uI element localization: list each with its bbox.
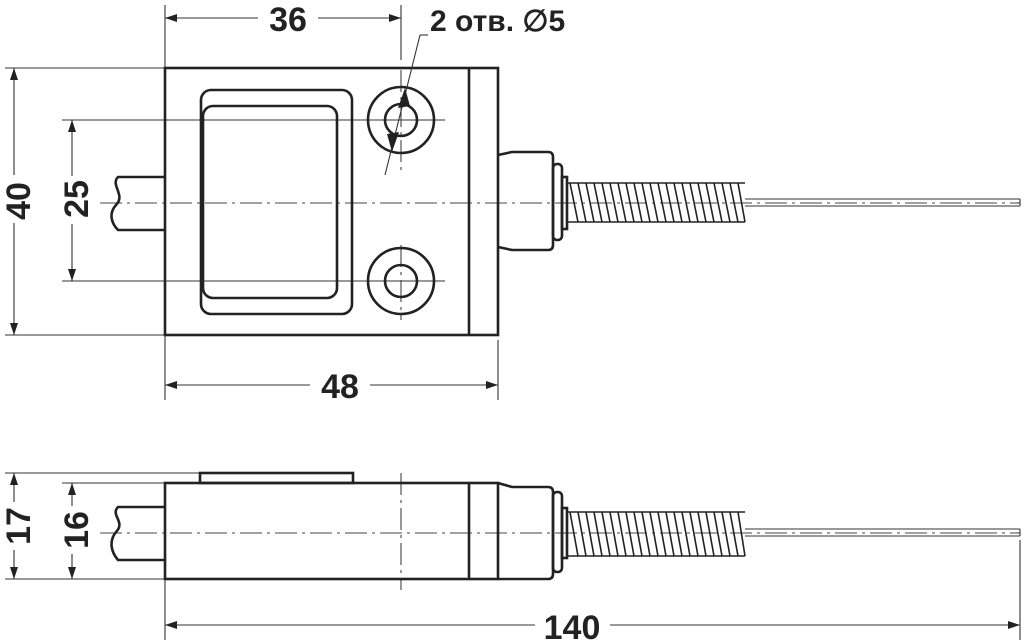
window-cover (198, 471, 355, 485)
mount-hole-bottom (366, 246, 436, 316)
spring-sleeve (567, 182, 746, 223)
window-frame (199, 88, 354, 316)
dim-25: 25 (58, 180, 96, 218)
window (201, 104, 339, 300)
dim-17: 17 (0, 507, 38, 545)
mount-hole-top (366, 85, 436, 155)
top-view (5, 5, 1021, 400)
dim-140: 140 (544, 609, 601, 643)
shaft-stub (110, 175, 165, 232)
spring-sleeve-side (567, 511, 746, 557)
dim-40: 40 (0, 182, 38, 220)
cable (745, 198, 1021, 207)
dim-36: 36 (269, 1, 307, 39)
dim-16: 16 (58, 511, 96, 549)
dim-holes: 2 отв. ∅5 (430, 5, 565, 38)
side-view (5, 471, 1021, 640)
housing-side (163, 481, 500, 581)
cable-gland (497, 150, 555, 252)
housing (163, 66, 500, 337)
dim-48: 48 (321, 368, 359, 406)
